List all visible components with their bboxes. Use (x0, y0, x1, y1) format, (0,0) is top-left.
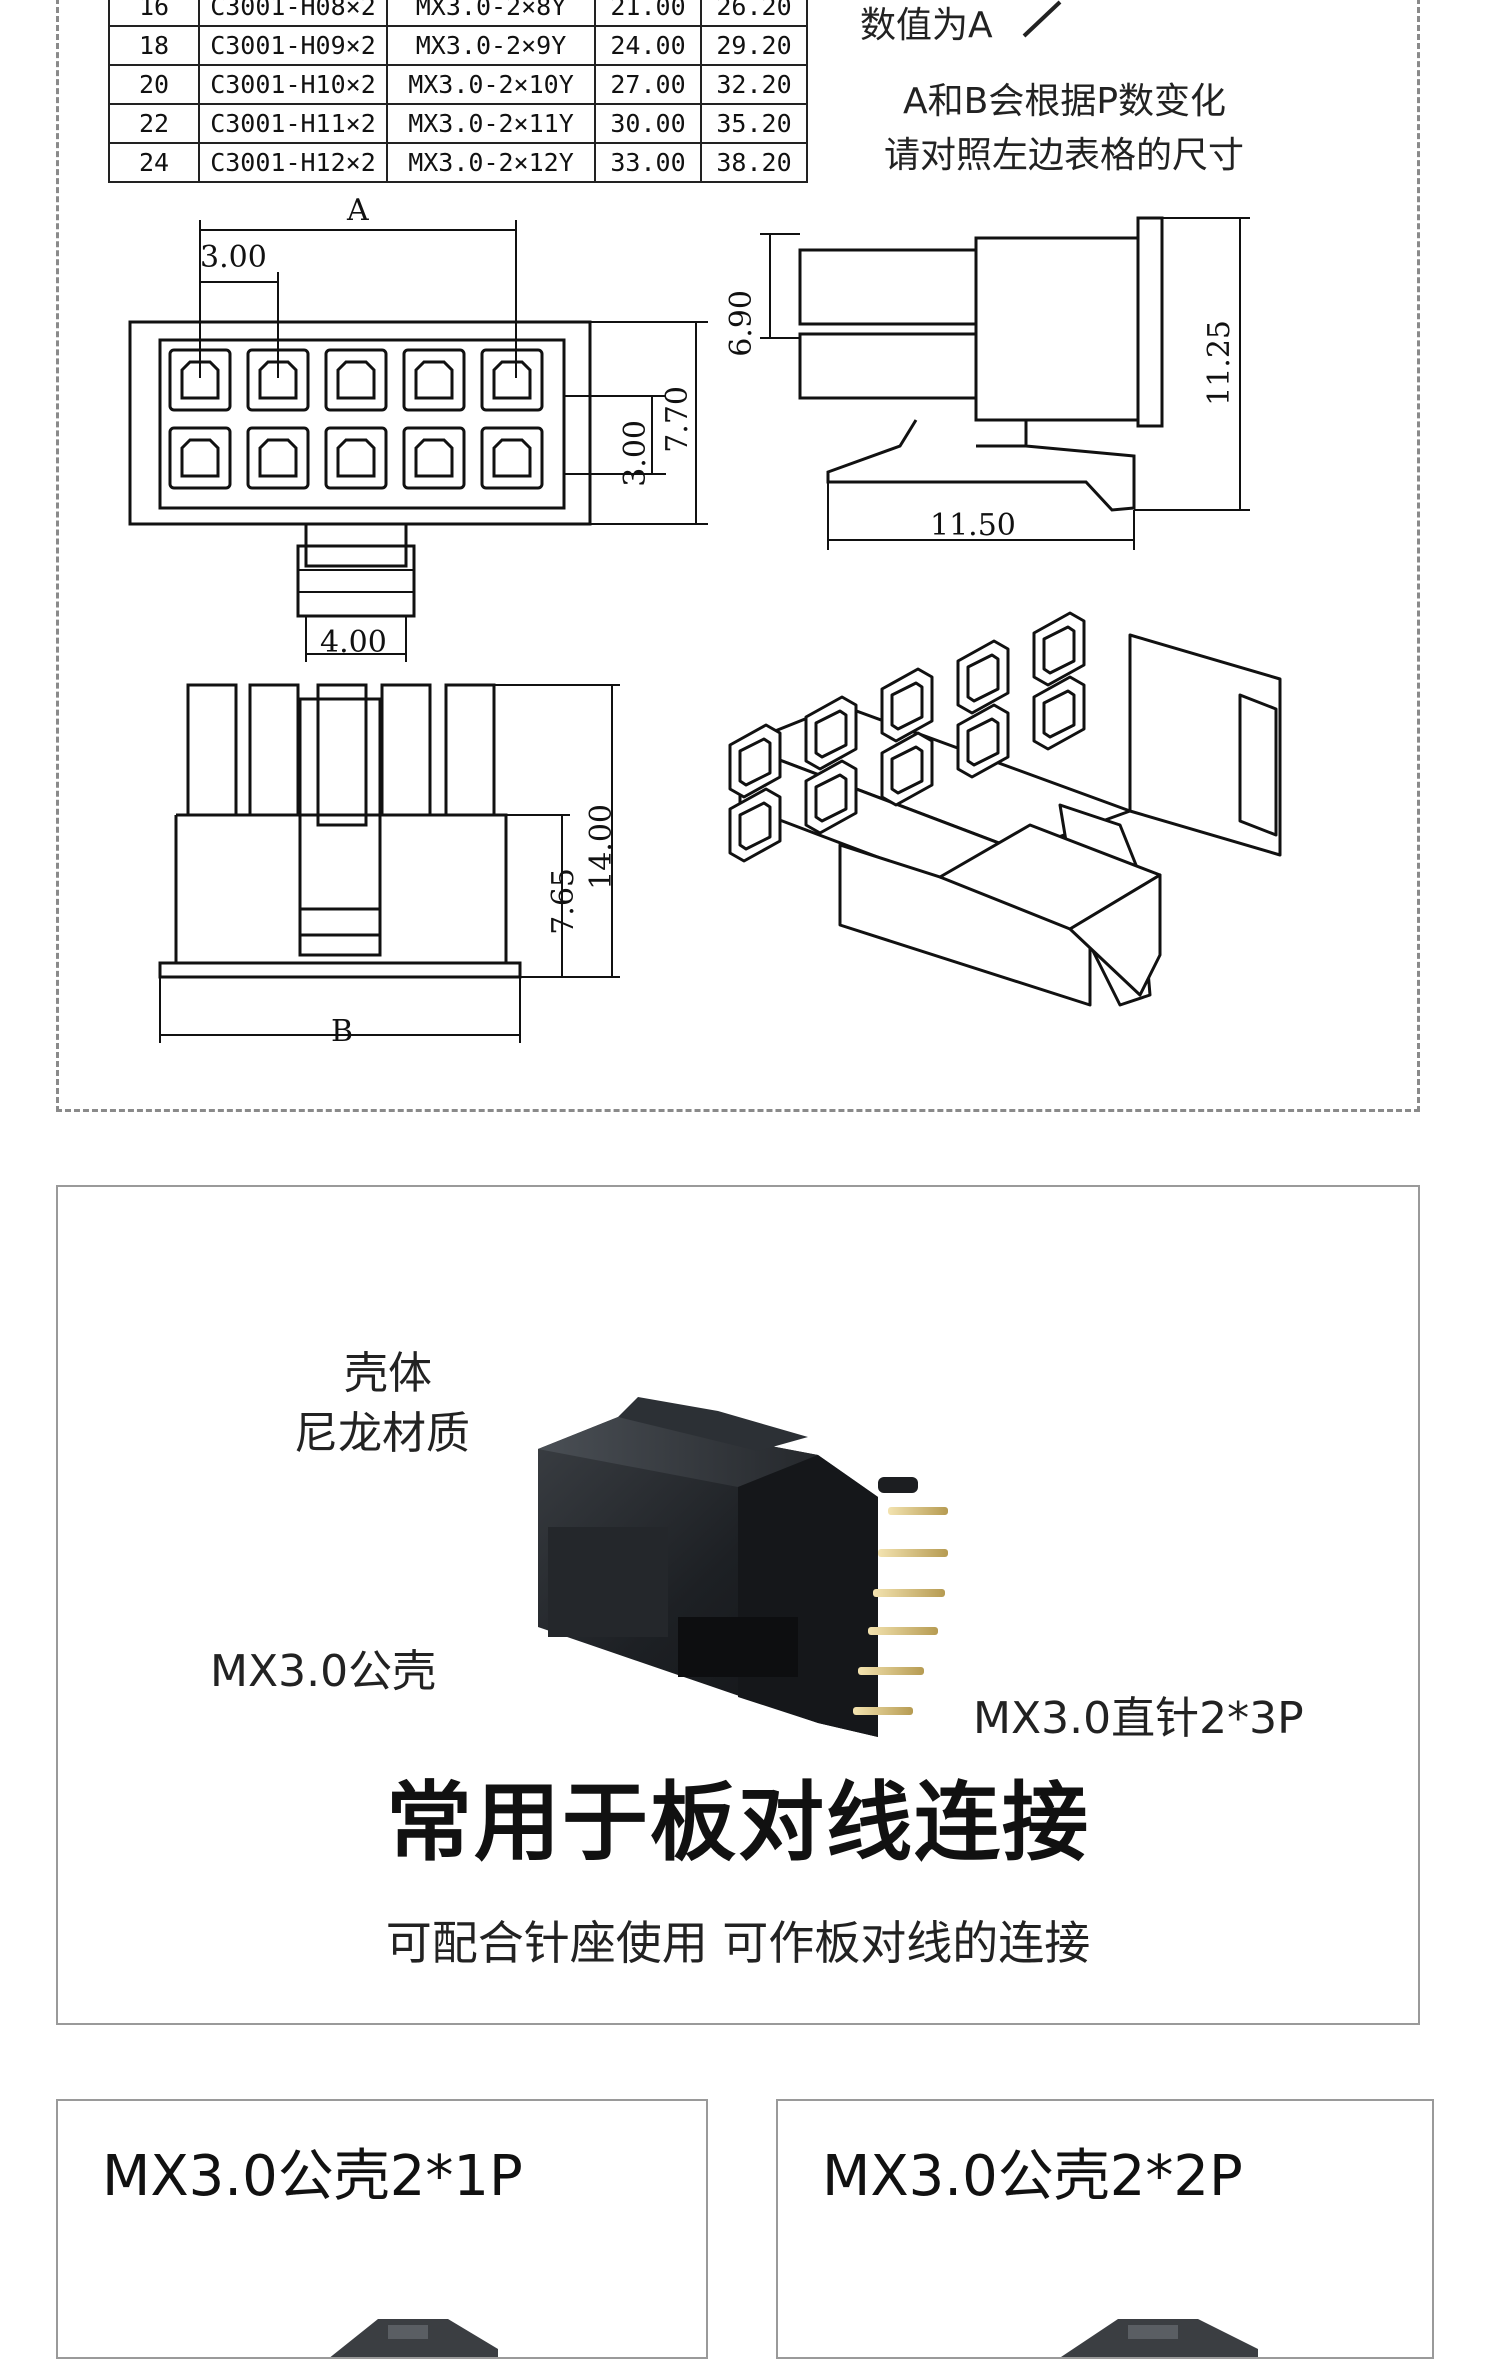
note-line-1: A和B会根据P数变化 (903, 81, 1227, 122)
size-table-cell: 35.20 (700, 103, 808, 144)
cavity-inner (260, 362, 296, 398)
cavity-inner (182, 440, 218, 476)
iso-cavity-hole (816, 775, 846, 821)
photo-panel: 壳体 尼龙材质 MX3.0公壳 MX3.0直针2*3P (56, 1185, 1420, 2025)
size-table-cell: 22 (108, 103, 200, 144)
dim-front-a: A (347, 193, 369, 228)
dim-bottom-body: 7.65 (546, 868, 581, 935)
note-arrow-icon (1020, 0, 1080, 40)
cavity-outline (326, 428, 386, 488)
size-table-cell: 32.20 (700, 64, 808, 105)
cavity-inner (338, 362, 374, 398)
size-table-cell: MX3.0-2×11Y (386, 103, 596, 144)
cavity-outline (404, 350, 464, 410)
cavity-inner (338, 440, 374, 476)
dim-side-depth: 11.50 (930, 508, 1016, 543)
isometric-view-drawing (720, 575, 1300, 1045)
variant-card-2x1p[interactable]: MX3.0公壳2*1P (56, 2099, 708, 2359)
note-line-2: 请对照左边表格的尺寸 (884, 135, 1245, 176)
variant-card-title: MX3.0公壳2*1P (102, 2144, 523, 2209)
connector-thumbnail (1061, 2319, 1258, 2357)
size-table-cell: MX3.0-2×9Y (386, 25, 596, 66)
size-table-cell: MX3.0-2×8Y (386, 0, 596, 27)
size-table-cell: 27.00 (594, 64, 702, 105)
size-table-cell: 33.00 (594, 142, 702, 183)
size-table-cell: 16 (108, 0, 200, 27)
cavity-inner (416, 362, 452, 398)
size-table-cell: 29.20 (700, 25, 808, 66)
variant-card-title: MX3.0公壳2*2P (822, 2144, 1243, 2209)
dim-front-pitch: 3.00 (200, 240, 267, 275)
cavity-inner (494, 362, 530, 398)
drawing-panel (56, 0, 1420, 1112)
cavity-outline (482, 350, 542, 410)
iso-cavity-hole (968, 655, 998, 701)
subline: 可配合针座使用 可作板对线的连接 (385, 1916, 1091, 1970)
cavity-inner (260, 440, 296, 476)
size-table-cell: 24.00 (594, 25, 702, 66)
size-table-cell: MX3.0-2×10Y (386, 64, 596, 105)
iso-cavity-hole (816, 711, 846, 757)
label-male-shell: MX3.0公壳 (210, 1646, 437, 1697)
size-table-cell: C3001-H10×2 (198, 64, 388, 105)
cavity-outline (248, 428, 308, 488)
variant-card-2x2p[interactable]: MX3.0公壳2*2P (776, 2099, 1434, 2359)
size-table-cell: 21.00 (594, 0, 702, 27)
cavity-inner (182, 362, 218, 398)
size-table-cell: MX3.0-2×12Y (386, 142, 596, 183)
iso-cavity-hole (892, 747, 922, 793)
label-shell-line-1: 壳体 (344, 1348, 432, 1399)
size-table-cell: 24 (108, 142, 200, 183)
size-table-cell: C3001-H09×2 (198, 25, 388, 66)
size-table-cell: C3001-H11×2 (198, 103, 388, 144)
cavity-outline (326, 350, 386, 410)
iso-cavity-hole (1044, 627, 1074, 673)
connector-photo (538, 1397, 948, 1737)
size-table-cell: C3001-H08×2 (198, 0, 388, 27)
cavity-outline (404, 428, 464, 488)
cavity-outline (170, 428, 230, 488)
size-table-cell: 26.20 (700, 0, 808, 27)
cavity-outline (170, 350, 230, 410)
side-view-drawing (740, 210, 1300, 570)
dim-front-latch: 4.00 (320, 625, 387, 660)
iso-cavity-hole (740, 803, 770, 849)
size-table-cell: 18 (108, 25, 200, 66)
dim-front-row-pitch: 3.00 (618, 420, 653, 487)
iso-cavity-hole (968, 719, 998, 765)
dim-bottom-b: B (331, 1014, 354, 1049)
iso-cavity-hole (1044, 691, 1074, 737)
dim-bottom-total: 14.00 (584, 804, 619, 890)
iso-cavity-hole (740, 739, 770, 785)
size-table-cell: C3001-H12×2 (198, 142, 388, 183)
label-shell-line-2: 尼龙材质 (294, 1408, 470, 1459)
size-table-cell: 30.00 (594, 103, 702, 144)
dim-side-upper: 6.90 (724, 290, 759, 357)
bottom-view-drawing (150, 675, 630, 1055)
size-table-cell: 20 (108, 64, 200, 105)
cavity-inner (416, 440, 452, 476)
dim-side-height: 11.25 (1202, 320, 1237, 406)
iso-cavity-hole (892, 683, 922, 729)
label-straight-pin: MX3.0直针2*3P (973, 1693, 1304, 1744)
connector-thumbnail (330, 2319, 498, 2357)
headline: 常用于板对线连接 (386, 1773, 1090, 1873)
cavity-outline (482, 428, 542, 488)
note-value-a: 数值为A (860, 5, 993, 46)
size-table-cell: 38.20 (700, 142, 808, 183)
cavity-outline (248, 350, 308, 410)
dim-front-height: 7.70 (660, 386, 695, 453)
front-view-drawing (120, 210, 720, 680)
cavity-inner (494, 440, 530, 476)
